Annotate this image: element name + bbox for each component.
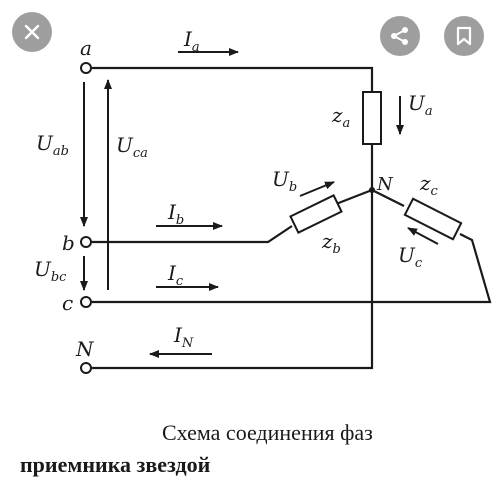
arrow-ub: [299, 181, 335, 197]
share-button[interactable]: [380, 16, 420, 56]
label-ubc: Ubc: [34, 257, 67, 285]
label-star-n: N: [376, 174, 394, 195]
label-ic: Ic: [167, 261, 184, 289]
wire-zb-to-star: [335, 188, 373, 206]
label-node-c: c: [62, 291, 73, 315]
bookmark-button[interactable]: [444, 16, 484, 56]
wires: [92, 66, 492, 370]
wire-n: [92, 190, 374, 370]
label-uc: Uc: [398, 243, 423, 271]
label-node-n-terminal: N: [75, 337, 95, 361]
impedance-za: [362, 91, 382, 145]
label-zc: zc: [419, 171, 439, 199]
wire-c: [92, 233, 492, 304]
arrow-uc: [407, 227, 439, 245]
label-ub: Ub: [272, 167, 297, 195]
wire-a: [92, 66, 374, 92]
label-ia: Ia: [183, 27, 200, 55]
label-node-a: a: [80, 36, 92, 60]
close-icon: [24, 24, 40, 40]
terminal-a: [80, 62, 92, 74]
wire-star-to-zc: [371, 189, 405, 207]
label-in: IN: [173, 323, 194, 351]
current-arrows: [149, 48, 239, 358]
terminal-b: [80, 236, 92, 248]
close-button[interactable]: [12, 12, 52, 52]
impedance-zc: [403, 197, 463, 241]
star-point: [369, 187, 375, 193]
impedance-zb: [289, 194, 343, 234]
label-ib: Ib: [167, 200, 184, 228]
label-za: za: [331, 103, 350, 131]
share-icon: [391, 27, 408, 45]
label-node-b: b: [62, 231, 75, 255]
terminals: [80, 62, 92, 374]
label-zb: zb: [321, 229, 341, 257]
terminal-c: [80, 296, 92, 308]
label-ua: Ua: [408, 91, 433, 119]
wire-b: [92, 225, 293, 244]
label-uca: Uca: [116, 133, 148, 161]
terminal-n: [80, 362, 92, 374]
bookmark-icon: [456, 26, 472, 46]
label-uab: Uab: [36, 131, 69, 159]
caption-line-2: приемника звездой: [20, 452, 211, 477]
caption-line-1: Схема соединения фаз: [162, 420, 373, 445]
voltage-arrows: [80, 79, 439, 291]
